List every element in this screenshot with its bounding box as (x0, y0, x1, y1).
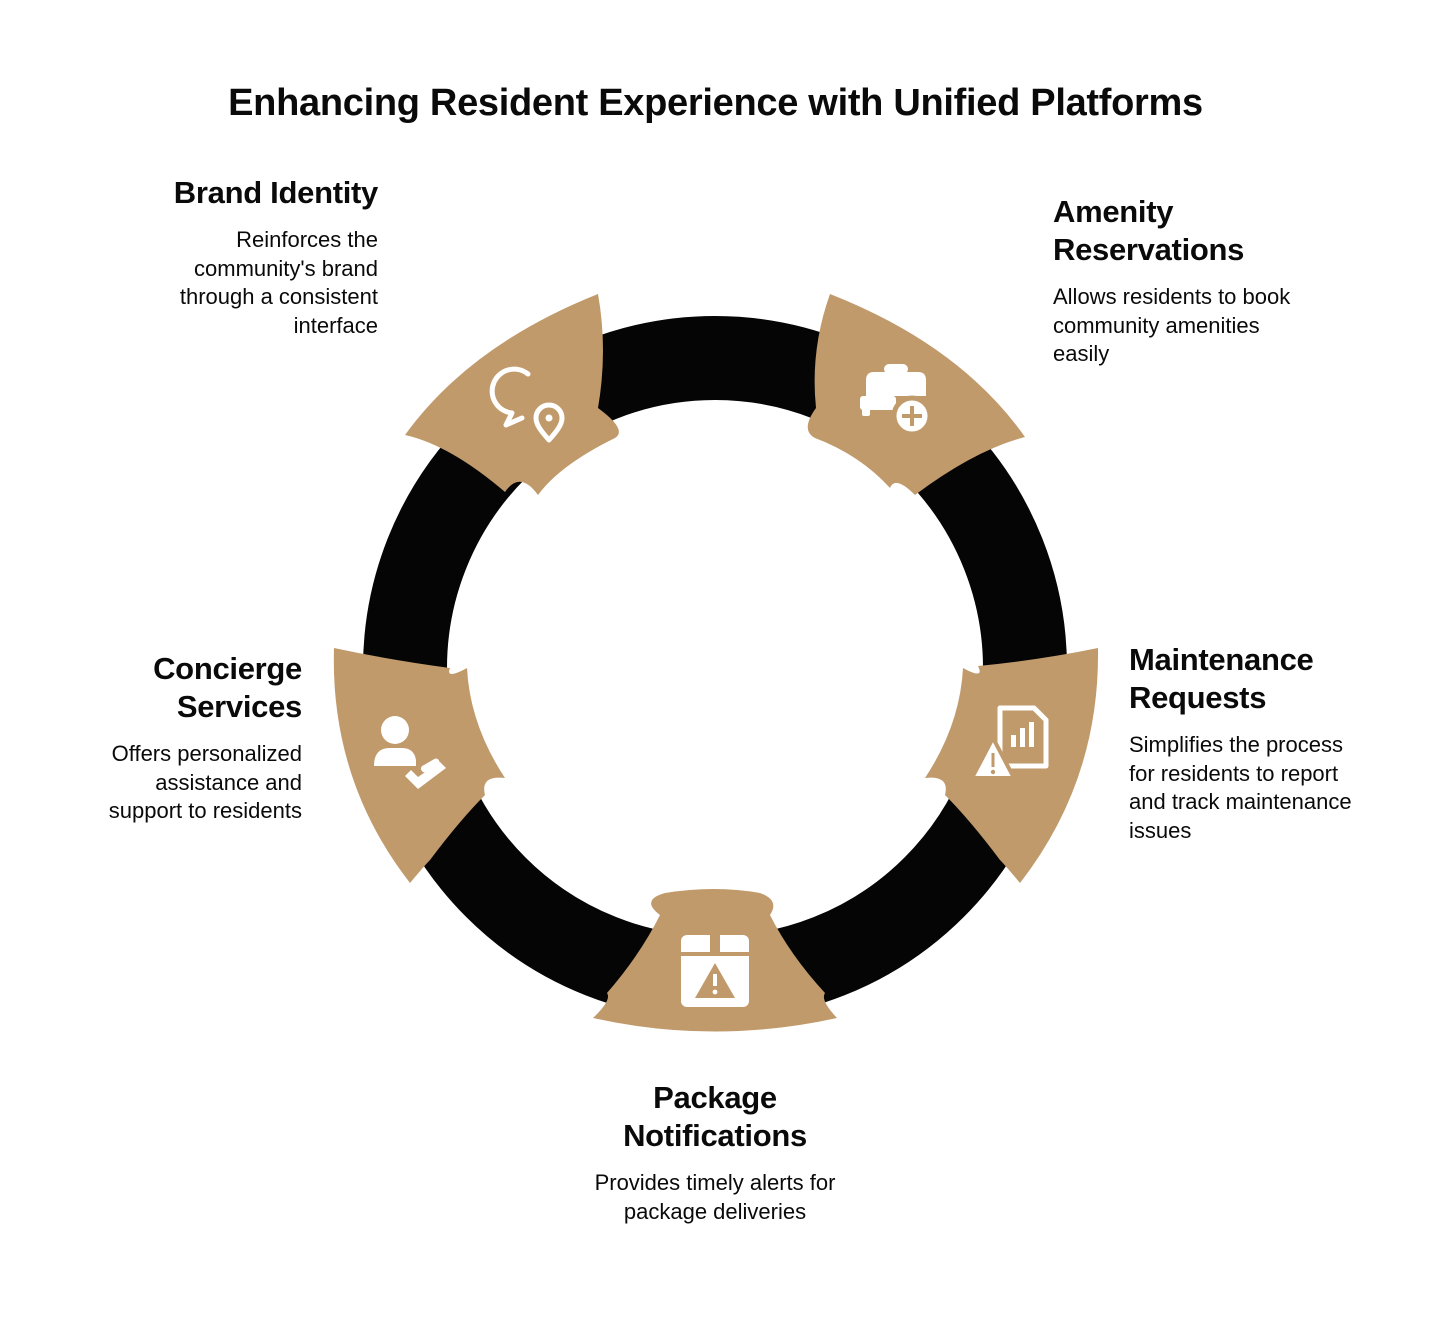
item-heading: Maintenance Requests (1129, 642, 1314, 715)
item-description: Offers personalized assistance and suppo… (108, 741, 302, 823)
segment-amenity-reservations (807, 294, 1025, 495)
item-concierge-services: Concierge Services Offers personalized a… (102, 650, 303, 826)
segment-maintenance-requests (925, 648, 1099, 883)
segment-concierge-services (333, 648, 505, 883)
item-heading: Concierge Services (153, 651, 302, 724)
item-package-notifications: Package Notifications Provides timely al… (590, 1079, 840, 1226)
segment-package-notifications (593, 889, 837, 1032)
item-description: Simplifies the process for residents to … (1129, 732, 1352, 843)
item-description: Allows residents to book community ameni… (1053, 284, 1291, 366)
item-maintenance-requests: Maintenance Requests Simplifies the proc… (1129, 641, 1359, 845)
document-alert-icon (970, 705, 1049, 780)
item-heading: Package Notifications (623, 1080, 807, 1153)
item-description: Reinforces the community's brand through… (179, 227, 378, 338)
bed-plus-icon (860, 364, 933, 437)
diagram-title: Enhancing Resident Experience with Unifi… (228, 82, 1203, 124)
item-description: Provides timely alerts for package deliv… (594, 1170, 836, 1224)
item-brand-identity: Brand Identity Reinforces the community'… (118, 174, 379, 340)
package-alert-icon (681, 935, 749, 1007)
item-heading: Amenity Reservations (1053, 194, 1245, 267)
segment-brand-identity (405, 294, 619, 495)
item-heading: Brand Identity (173, 175, 379, 210)
chat-location-icon (489, 366, 565, 443)
item-amenity-reservations: Amenity Reservations Allows residents to… (1053, 193, 1303, 369)
concierge-icon (374, 716, 446, 789)
